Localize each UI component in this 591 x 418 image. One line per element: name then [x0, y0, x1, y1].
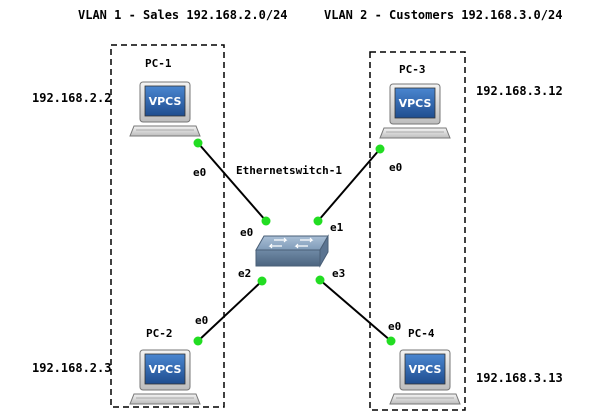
ethernet-switch-icon[interactable] — [255, 234, 329, 268]
link-dot-pc3 — [375, 144, 385, 154]
vlan1-title: VLAN 1 - Sales 192.168.2.0/24 — [78, 8, 288, 22]
switch-label: Ethernetswitch-1 — [236, 164, 342, 177]
pc2-ip: 192.168.2.3 — [32, 361, 111, 375]
pc2-label: PC-2 — [146, 327, 173, 340]
link-pc4-switch — [319, 279, 392, 342]
pc1-screen-text: VPCS — [149, 95, 182, 108]
link-dot-switch-e3 — [315, 275, 325, 285]
port-label-pc1-e0: e0 — [193, 166, 206, 179]
port-label-switch-e2: e2 — [238, 267, 251, 280]
port-label-pc2-e0: e0 — [195, 314, 208, 327]
pc3-label: PC-3 — [399, 63, 426, 76]
port-label-pc4-e0: e0 — [388, 320, 401, 333]
vlan2-boundary — [369, 51, 466, 411]
vlan1-boundary — [110, 44, 225, 408]
port-label-switch-e1: e1 — [330, 221, 344, 234]
pc4-screen-text: VPCS — [409, 363, 442, 376]
link-dot-pc1 — [193, 138, 203, 148]
pc1-ip: 192.168.2.2 — [32, 91, 111, 105]
link-pc2-switch — [197, 280, 263, 342]
link-dot-pc4 — [386, 336, 396, 346]
port-label-pc3-e0: e0 — [389, 161, 402, 174]
link-dot-switch-e0 — [261, 216, 271, 226]
pc3-ip: 192.168.3.12 — [476, 84, 563, 98]
pc2-icon[interactable]: VPCS — [129, 349, 201, 405]
link-pc1-switch — [197, 142, 267, 222]
link-dot-pc2 — [193, 336, 203, 346]
link-dot-switch-e1 — [313, 216, 323, 226]
pc3-screen-text: VPCS — [399, 97, 432, 110]
pc2-screen-text: VPCS — [149, 363, 182, 376]
pc3-icon[interactable]: VPCS — [379, 83, 451, 139]
pc4-ip: 192.168.3.13 — [476, 371, 563, 385]
pc1-label: PC-1 — [145, 57, 172, 70]
pc4-icon[interactable]: VPCS — [389, 349, 461, 405]
pc4-label: PC-4 — [408, 327, 435, 340]
link-dot-switch-e2 — [257, 276, 267, 286]
link-status-dots — [193, 138, 396, 346]
port-label-switch-e3: e3 — [332, 267, 345, 280]
pc1-icon[interactable]: VPCS — [129, 81, 201, 137]
port-label-switch-e0: e0 — [240, 226, 253, 239]
link-pc3-switch — [317, 148, 381, 222]
vlan2-title: VLAN 2 - Customers 192.168.3.0/24 — [324, 8, 562, 22]
